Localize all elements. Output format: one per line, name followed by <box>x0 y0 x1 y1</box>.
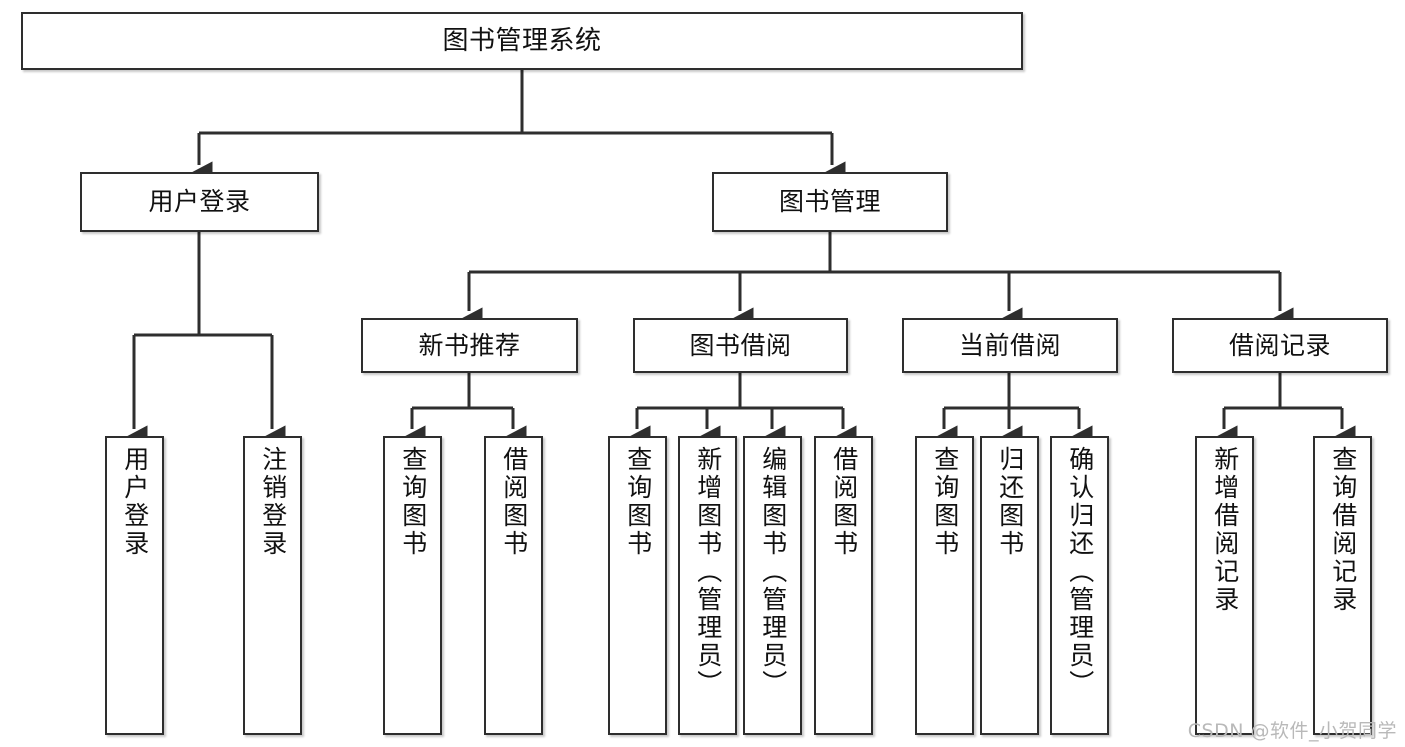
node-user-login[interactable]: 用户登录 <box>80 172 319 232</box>
node-label: 归还图书 <box>995 446 1025 558</box>
node-leaf-query-record[interactable]: 查询借阅记录 <box>1313 436 1372 735</box>
node-label: 查询借阅记录 <box>1328 446 1358 614</box>
node-leaf-confirm-return[interactable]: 确认归还（管理员） <box>1050 436 1109 735</box>
node-label: 编辑图书（管理员） <box>758 446 788 698</box>
node-label: 用户登录 <box>148 187 251 217</box>
node-leaf-add-book[interactable]: 新增图书（管理员） <box>678 436 737 735</box>
node-leaf-query-book-1[interactable]: 查询图书 <box>383 436 442 735</box>
node-leaf-user-logout[interactable]: 注销登录 <box>243 436 302 735</box>
node-label: 注销登录 <box>258 446 288 558</box>
node-borrow-record[interactable]: 借阅记录 <box>1172 318 1388 373</box>
node-label: 借阅记录 <box>1228 330 1331 360</box>
node-label: 确认归还（管理员） <box>1065 446 1095 698</box>
node-label: 当前借阅 <box>958 330 1061 360</box>
watermark-text: CSDN @软件_小贺同学 <box>1187 720 1397 742</box>
node-leaf-add-record[interactable]: 新增借阅记录 <box>1195 436 1254 735</box>
node-label: 用户登录 <box>120 446 150 558</box>
node-label: 查询图书 <box>623 446 653 558</box>
node-new-book-recommend[interactable]: 新书推荐 <box>361 318 578 373</box>
node-leaf-query-book-2[interactable]: 查询图书 <box>608 436 667 735</box>
node-label: 图书管理 <box>778 187 881 217</box>
node-book-management-system[interactable]: 图书管理系统 <box>21 12 1023 70</box>
node-leaf-return-book[interactable]: 归还图书 <box>980 436 1039 735</box>
node-label: 借阅图书 <box>499 446 529 558</box>
node-label: 图书借阅 <box>689 330 792 360</box>
node-label: 查询图书 <box>930 446 960 558</box>
node-label: 新增图书（管理员） <box>693 446 723 698</box>
node-leaf-borrow-book-1[interactable]: 借阅图书 <box>484 436 543 735</box>
node-leaf-borrow-book-2[interactable]: 借阅图书 <box>814 436 873 735</box>
node-label: 查询图书 <box>398 446 428 558</box>
node-label: 新增借阅记录 <box>1210 446 1240 614</box>
node-book-borrow[interactable]: 图书借阅 <box>633 318 848 373</box>
node-label: 图书管理系统 <box>442 25 602 56</box>
node-label: 借阅图书 <box>829 446 859 558</box>
node-label: 新书推荐 <box>418 330 521 360</box>
node-leaf-query-book-3[interactable]: 查询图书 <box>915 436 974 735</box>
node-leaf-user-login[interactable]: 用户登录 <box>105 436 164 735</box>
node-current-borrow[interactable]: 当前借阅 <box>902 318 1118 373</box>
node-leaf-edit-book[interactable]: 编辑图书（管理员） <box>743 436 802 735</box>
node-book-management[interactable]: 图书管理 <box>712 172 948 232</box>
